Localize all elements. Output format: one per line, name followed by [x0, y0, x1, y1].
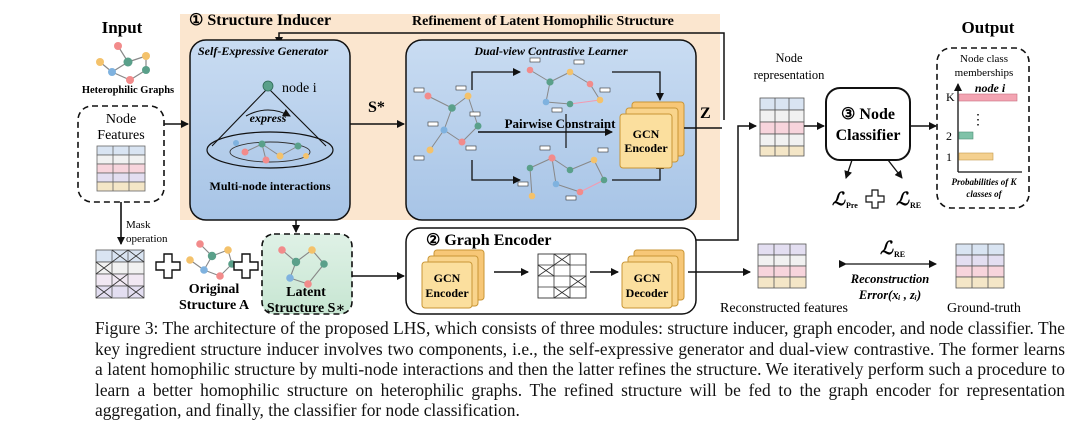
node-classifier-title-2: Classifier — [836, 127, 901, 144]
dual-view-title: Dual-view Contrastive Learner — [473, 44, 628, 58]
recon-loss-subscript: RE — [894, 250, 905, 259]
latent-representation-matrix — [537, 253, 587, 299]
refinement-title: Refinement of Latent Homophilic Structur… — [412, 14, 674, 29]
structure-inducer-title: ① Structure Inducer — [189, 12, 331, 29]
plus-icon — [155, 253, 181, 279]
loss-pre-subscript: Pre — [846, 201, 858, 210]
plus-icon — [233, 253, 259, 279]
prob-bar-1 — [958, 152, 994, 161]
graph-node — [142, 66, 150, 74]
graph-node — [96, 58, 104, 66]
node-classifier-title-1: ③ Node — [841, 106, 895, 123]
prob-bar-k — [958, 93, 1018, 102]
ground-truth-label: Ground-truth — [947, 301, 1021, 316]
upper-view-arrow — [471, 68, 521, 90]
latent-structure-box — [261, 233, 353, 315]
loss-pre-arrow — [844, 159, 853, 179]
original-structure-graph — [186, 240, 236, 280]
output-node-i-label: node i — [975, 81, 1006, 95]
graph-node — [142, 52, 150, 60]
original-structure-label-2: Structure A — [179, 298, 250, 313]
memberships-label-2: memberships — [955, 67, 1014, 79]
class-k-label: K — [946, 90, 955, 104]
original-structure-label-1: Original — [189, 282, 240, 297]
graph-node — [114, 42, 122, 50]
pairwise-constraint-label: Pairwise Constraint — [505, 116, 617, 131]
z-label: Z — [700, 105, 711, 122]
lower-view-graph — [517, 145, 609, 201]
encoder-to-representation-arrow — [696, 122, 757, 241]
class-1-label: 1 — [946, 150, 952, 164]
reconstruction-label: Reconstruction — [850, 272, 930, 286]
reconstruction-error-label: Error(xᵢ , zᵢ) — [858, 288, 921, 302]
self-expressive-generator-title: Self-Expressive Generator — [198, 44, 329, 58]
learner-encoder-label: Encoder — [624, 141, 668, 155]
loss-re-symbol: ℒ — [896, 189, 910, 209]
reconstructed-features-label: Reconstructed features — [720, 301, 848, 316]
multi-node-label: Multi-node interactions — [210, 179, 331, 193]
prob-bar-2 — [958, 131, 974, 140]
ground-truth-matrix — [955, 243, 1005, 289]
decoder-gcn-stack — [621, 249, 685, 309]
learner-gcn-label: GCN — [633, 127, 660, 141]
upper-to-gcn-arrow — [612, 71, 664, 101]
learner-gcn-encoder — [619, 101, 685, 169]
plus-icon — [865, 189, 885, 209]
node-i-label: node i — [282, 81, 317, 96]
heterophilic-graph-icon — [96, 42, 150, 84]
node-features-box — [77, 105, 165, 203]
output-title: Output — [962, 18, 1015, 37]
encoder-gcn-stack — [421, 249, 485, 309]
heterophilic-graph-label: Heterophilic Graphs — [82, 85, 174, 96]
loss-pre-symbol: ℒ — [832, 189, 846, 209]
node-classifier-box — [825, 87, 911, 161]
prob-label-1: Probabilities of K — [952, 177, 1018, 187]
input-title: Input — [102, 18, 143, 37]
memberships-label-1: Node class — [960, 53, 1008, 65]
node-representation-matrix — [759, 97, 805, 157]
encoder-gcn-label: GCN — [434, 271, 461, 285]
encoder-encoder-label: Encoder — [425, 286, 469, 300]
feature-matrix — [96, 145, 146, 192]
upper-view-graph — [526, 57, 611, 113]
node-interactions-figure — [206, 80, 334, 169]
refinement-loop-arrow — [275, 32, 725, 120]
node-representation-label-2: representation — [754, 68, 826, 82]
node-features-label-2: Features — [97, 128, 144, 143]
lower-view-arrow — [471, 160, 521, 184]
architecture-diagram: Input Heterophilic Graphs Node Features … — [77, 12, 1030, 316]
node-features-label-1: Node — [106, 112, 136, 127]
recon-loss-symbol: ℒ — [880, 238, 894, 258]
latent-structure-label-1: Latent — [286, 285, 326, 300]
loss-re-subscript: RE — [910, 201, 921, 210]
class-dots-label: ⋮ — [971, 113, 985, 128]
latent-structure-label-2: Structure S∗ — [267, 301, 345, 316]
figure-caption: Figure 3: The architecture of the propos… — [95, 318, 1065, 421]
dual-view-contrastive-box — [405, 39, 697, 221]
decoder-gcn-label: GCN — [634, 271, 661, 285]
graph-node — [123, 57, 133, 67]
learner-input-graph — [413, 85, 482, 161]
class-2-label: 2 — [946, 129, 952, 143]
decoder-label: Decoder — [626, 286, 669, 300]
node-representation-label-1: Node — [775, 51, 803, 65]
self-expressive-generator-box — [189, 39, 351, 221]
graph-node — [126, 76, 134, 84]
graph-encoder-title: ② Graph Encoder — [426, 232, 551, 249]
mask-label-1: Mask — [126, 219, 151, 231]
masked-feature-matrix — [95, 249, 145, 299]
latent-structure-graph — [278, 246, 328, 288]
graph-node — [108, 68, 116, 76]
loss-re-arrow — [887, 159, 903, 179]
prob-label-2: classes of — [966, 189, 1002, 199]
express-label: express — [250, 111, 287, 125]
reconstructed-features-matrix — [757, 243, 807, 289]
s-star-label: S* — [368, 99, 385, 116]
mask-label-2: operation — [126, 233, 168, 245]
